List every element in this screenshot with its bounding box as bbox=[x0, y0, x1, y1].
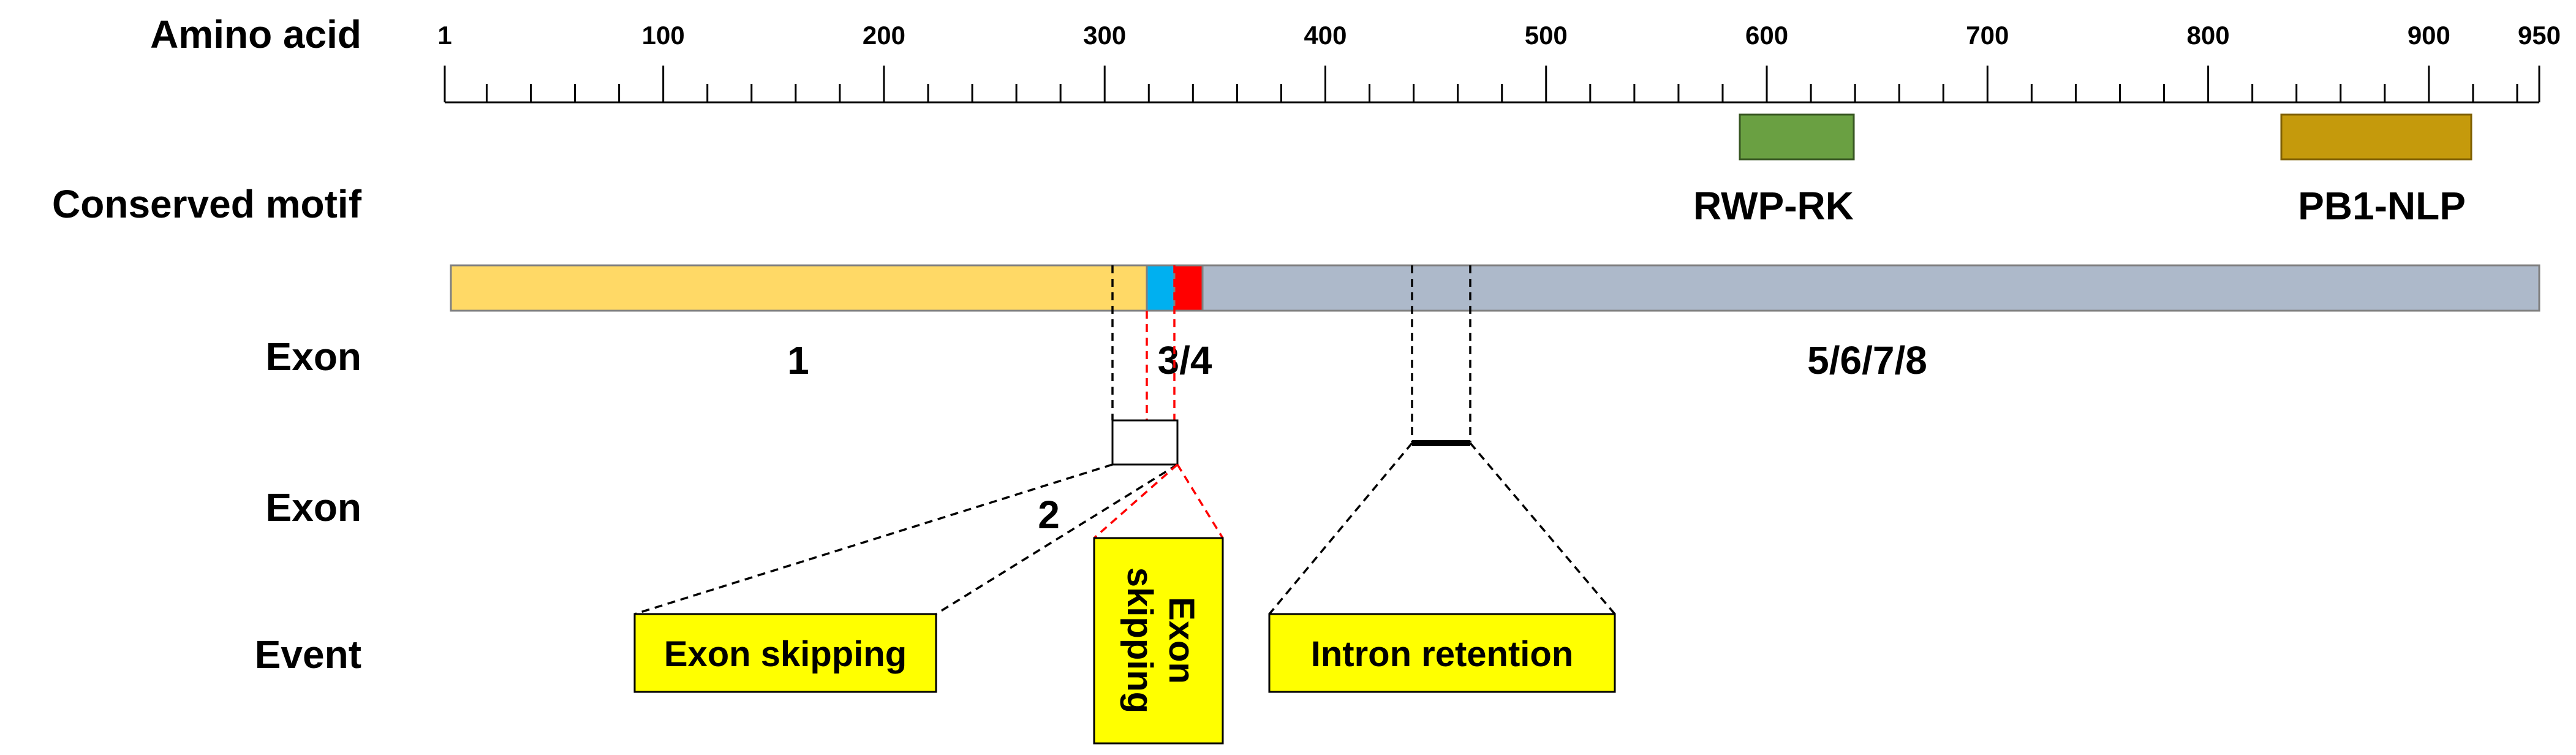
ruler-tick-label: 900 bbox=[2408, 21, 2450, 50]
row-label-exon-top: Exon bbox=[266, 335, 361, 379]
event-exon-skipping-label: Exon skipping bbox=[664, 634, 907, 674]
intron-right-connector bbox=[1469, 442, 1616, 615]
amino-acid-ruler: 1 100 200 300 400 500 600 700 800 900 950 bbox=[437, 21, 2561, 104]
motif-rwp-rk-label: RWP-RK bbox=[1693, 184, 1854, 228]
ruler-tick-label: 950 bbox=[2518, 21, 2561, 50]
intron-left-connector bbox=[1268, 442, 1413, 615]
event-intron-retention-label: Intron retention bbox=[1311, 634, 1574, 674]
exon-3-segment bbox=[1146, 264, 1176, 312]
ruler-tick-label: 300 bbox=[1083, 21, 1126, 50]
exon-2-box bbox=[1111, 419, 1179, 466]
ruler-tick-label: 500 bbox=[1525, 21, 1568, 50]
event-connector-lines bbox=[634, 442, 1616, 615]
exon-1-label: 1 bbox=[787, 338, 809, 382]
event-exon-skipping-vertical-line2: skipping bbox=[1120, 567, 1160, 713]
motif-rwp-rk-box bbox=[1739, 113, 1855, 161]
event-exon-skipping-vertical-text: Exon skipping bbox=[1120, 567, 1201, 713]
ruler-tick-label: 200 bbox=[863, 21, 905, 50]
row-label-amino-acid: Amino acid bbox=[150, 12, 361, 56]
event-exon-skipping-vertical-line1: Exon bbox=[1161, 597, 1201, 684]
row-label-exon-bottom: Exon bbox=[266, 485, 361, 529]
exon-3-4-label: 3/4 bbox=[1158, 338, 1212, 382]
row-label-event: Event bbox=[255, 632, 361, 677]
event-exon-skipping-box bbox=[633, 613, 937, 693]
ruler-tick-labels: 1 100 200 300 400 500 600 700 800 900 950 bbox=[437, 21, 2561, 50]
ruler-tick-label: 700 bbox=[1966, 21, 2009, 50]
exon-skip-2-left-connector bbox=[1093, 463, 1179, 539]
exon-4-segment bbox=[1173, 264, 1204, 312]
ruler-ticks bbox=[444, 66, 2540, 102]
ruler-tick-label: 400 bbox=[1304, 21, 1347, 50]
motif-pb1-nlp-box bbox=[2280, 113, 2472, 161]
exon-5-8-segment bbox=[1201, 264, 2540, 312]
ruler-tick-label: 100 bbox=[642, 21, 685, 50]
ruler-tick-label: 1 bbox=[437, 21, 451, 50]
exon-5-8-label: 5/6/7/8 bbox=[1807, 338, 1927, 382]
exon-skip-2-right-connector bbox=[1176, 464, 1224, 539]
exon-skip-1-right-connector bbox=[935, 463, 1178, 615]
exon-bar bbox=[450, 264, 2540, 312]
exon-guide-lines bbox=[1111, 265, 1471, 442]
row-label-conserved-motif: Conserved motif bbox=[52, 182, 362, 226]
exon-1-segment bbox=[450, 264, 1148, 312]
motif-pb1-nlp-label: PB1-NLP bbox=[2298, 184, 2466, 228]
exon-2-label: 2 bbox=[1038, 493, 1060, 537]
event-intron-retention-box bbox=[1268, 613, 1616, 693]
event-exon-skipping-vertical-box bbox=[1093, 537, 1224, 745]
ruler-tick-label: 600 bbox=[1745, 21, 1788, 50]
ruler-tick-label: 800 bbox=[2187, 21, 2230, 50]
exon-skip-1-left-connector bbox=[634, 463, 1113, 615]
